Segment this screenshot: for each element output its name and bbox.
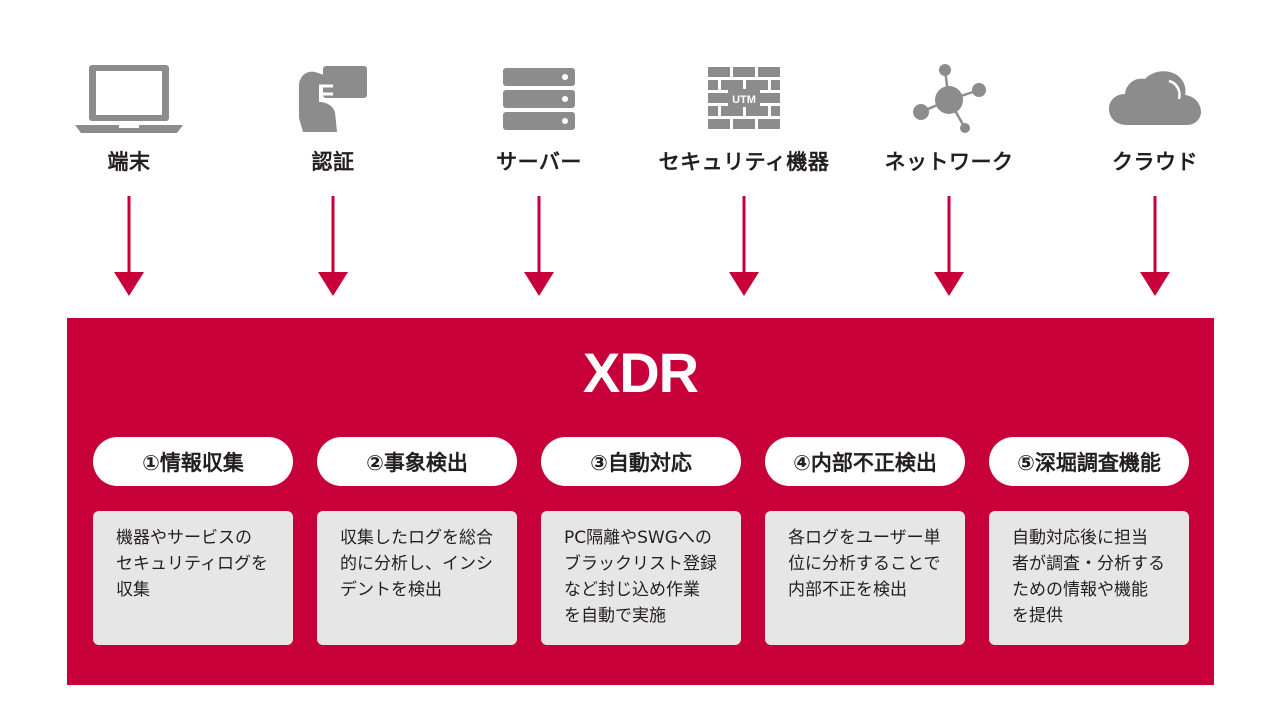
function-title: ⑤深堀調査機能 — [989, 437, 1189, 486]
source-endpoint: 端末 — [29, 0, 229, 300]
hand-card-icon — [273, 62, 393, 136]
xdr-panel: XDR ①情報収集 ②事象検出 ③自動対応 ④内部不正検出 ⑤深堀調査機能 機器… — [67, 318, 1214, 685]
function-title: ②事象検出 — [317, 437, 517, 486]
function-description: 収集したログを総合 的に分析し、インシ デントを検出 — [317, 511, 517, 645]
function-description: 自動対応後に担当 者が調査・分析する ための情報や機能 を提供 — [989, 511, 1189, 645]
source-label: サーバー — [496, 150, 582, 174]
utm-label: UTM — [732, 94, 756, 106]
source-cloud: クラウド — [1055, 0, 1255, 300]
source-network: ネットワーク — [849, 0, 1049, 300]
down-arrow — [524, 196, 554, 296]
down-arrow — [318, 196, 348, 296]
firewall-utm-icon: UTM — [684, 62, 804, 136]
source-security-device: UTM セキュリティ機器 — [644, 0, 844, 300]
down-arrow — [1140, 196, 1170, 296]
function-description: 機器やサービスの セキュリティログを 収集 — [93, 511, 293, 645]
source-authentication: 認証 — [233, 0, 433, 300]
down-arrow — [729, 196, 759, 296]
source-label: クラウド — [1112, 150, 1198, 174]
function-title: ③自動対応 — [541, 437, 741, 486]
function-title: ①情報収集 — [93, 437, 293, 486]
source-label: 認証 — [311, 150, 355, 174]
laptop-icon — [69, 62, 189, 136]
network-icon — [889, 62, 1009, 136]
source-label: セキュリティ機器 — [658, 150, 830, 174]
function-description: 各ログをユーザー単 位に分析することで 内部不正を検出 — [765, 511, 965, 645]
down-arrow — [934, 196, 964, 296]
xdr-title: XDR — [582, 341, 699, 404]
server-icon — [479, 62, 599, 136]
source-server: サーバー — [439, 0, 639, 300]
down-arrow — [114, 196, 144, 296]
cloud-icon — [1095, 62, 1215, 136]
source-label: ネットワーク — [884, 150, 1014, 174]
function-description: PC隔離やSWGへの ブラックリスト登録 など封じ込め作業 を自動で実施 — [541, 511, 741, 645]
function-title: ④内部不正検出 — [765, 437, 965, 486]
source-label: 端末 — [107, 150, 151, 174]
